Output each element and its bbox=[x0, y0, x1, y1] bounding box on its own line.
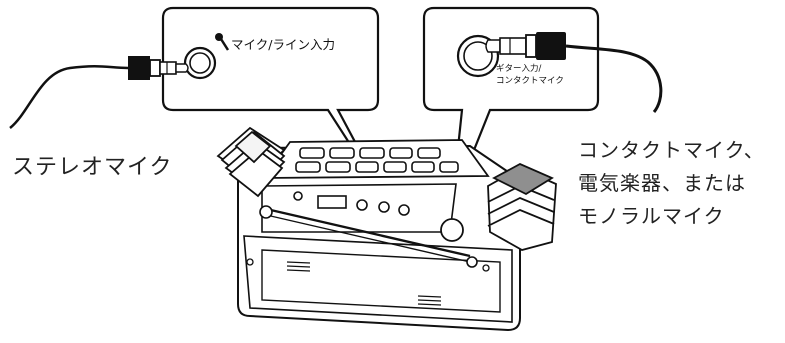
contact-mic-label: コンタクトマイク、 電気楽器、または モノラルマイク bbox=[578, 134, 765, 233]
microphone-icon bbox=[215, 33, 230, 51]
contact-mic-cable bbox=[565, 44, 663, 113]
stereo-plug-icon bbox=[128, 56, 189, 80]
device-illustration bbox=[216, 126, 557, 332]
contact-label-line-3: モノラルマイク bbox=[578, 204, 725, 228]
guitar-plug-icon bbox=[485, 32, 566, 60]
contact-label-line-2: 電気楽器、または bbox=[578, 171, 746, 195]
callout-left: マイク/ライン入力 bbox=[161, 6, 387, 201]
stereo-mic-cable bbox=[9, 64, 129, 129]
callout-right-label-1: ギター入力/ bbox=[496, 63, 542, 74]
stereo-mic-label: ステレオマイク bbox=[12, 155, 173, 180]
callout-right-label-2: コンタクトマイク bbox=[496, 76, 564, 86]
callout-left-label: マイク/ライン入力 bbox=[231, 37, 335, 52]
contact-label-line-1: コンタクトマイク、 bbox=[578, 138, 765, 162]
